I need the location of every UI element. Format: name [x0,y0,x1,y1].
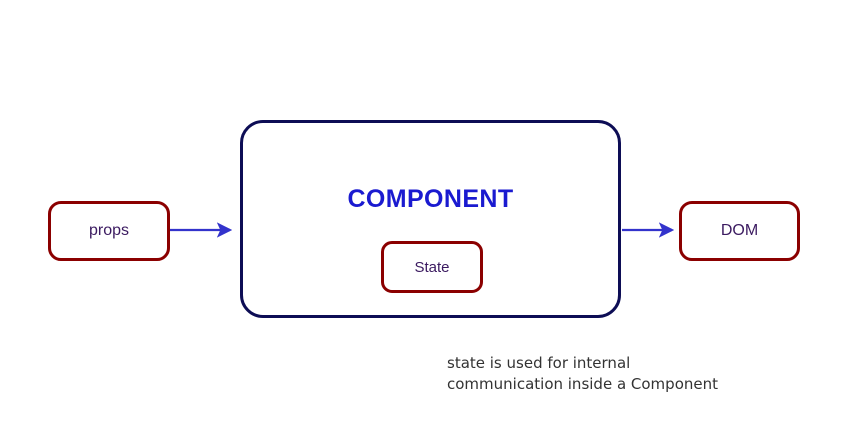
diagram-caption: state is used for internal communication… [447,353,807,395]
node-state-label: State [414,258,450,276]
node-state[interactable]: State [381,241,483,293]
node-component-title: COMPONENT [347,185,514,213]
arrow-component-to-dom [622,222,675,238]
caption-line-2: communication inside a Component [447,375,718,393]
arrow-props-to-component [170,222,233,238]
node-dom[interactable]: DOM [679,201,800,261]
node-props[interactable]: props [48,201,170,261]
node-component[interactable]: COMPONENT State [240,120,621,318]
node-dom-label: DOM [720,222,759,239]
node-props-label: props [88,222,130,239]
caption-line-1: state is used for internal [447,354,631,372]
